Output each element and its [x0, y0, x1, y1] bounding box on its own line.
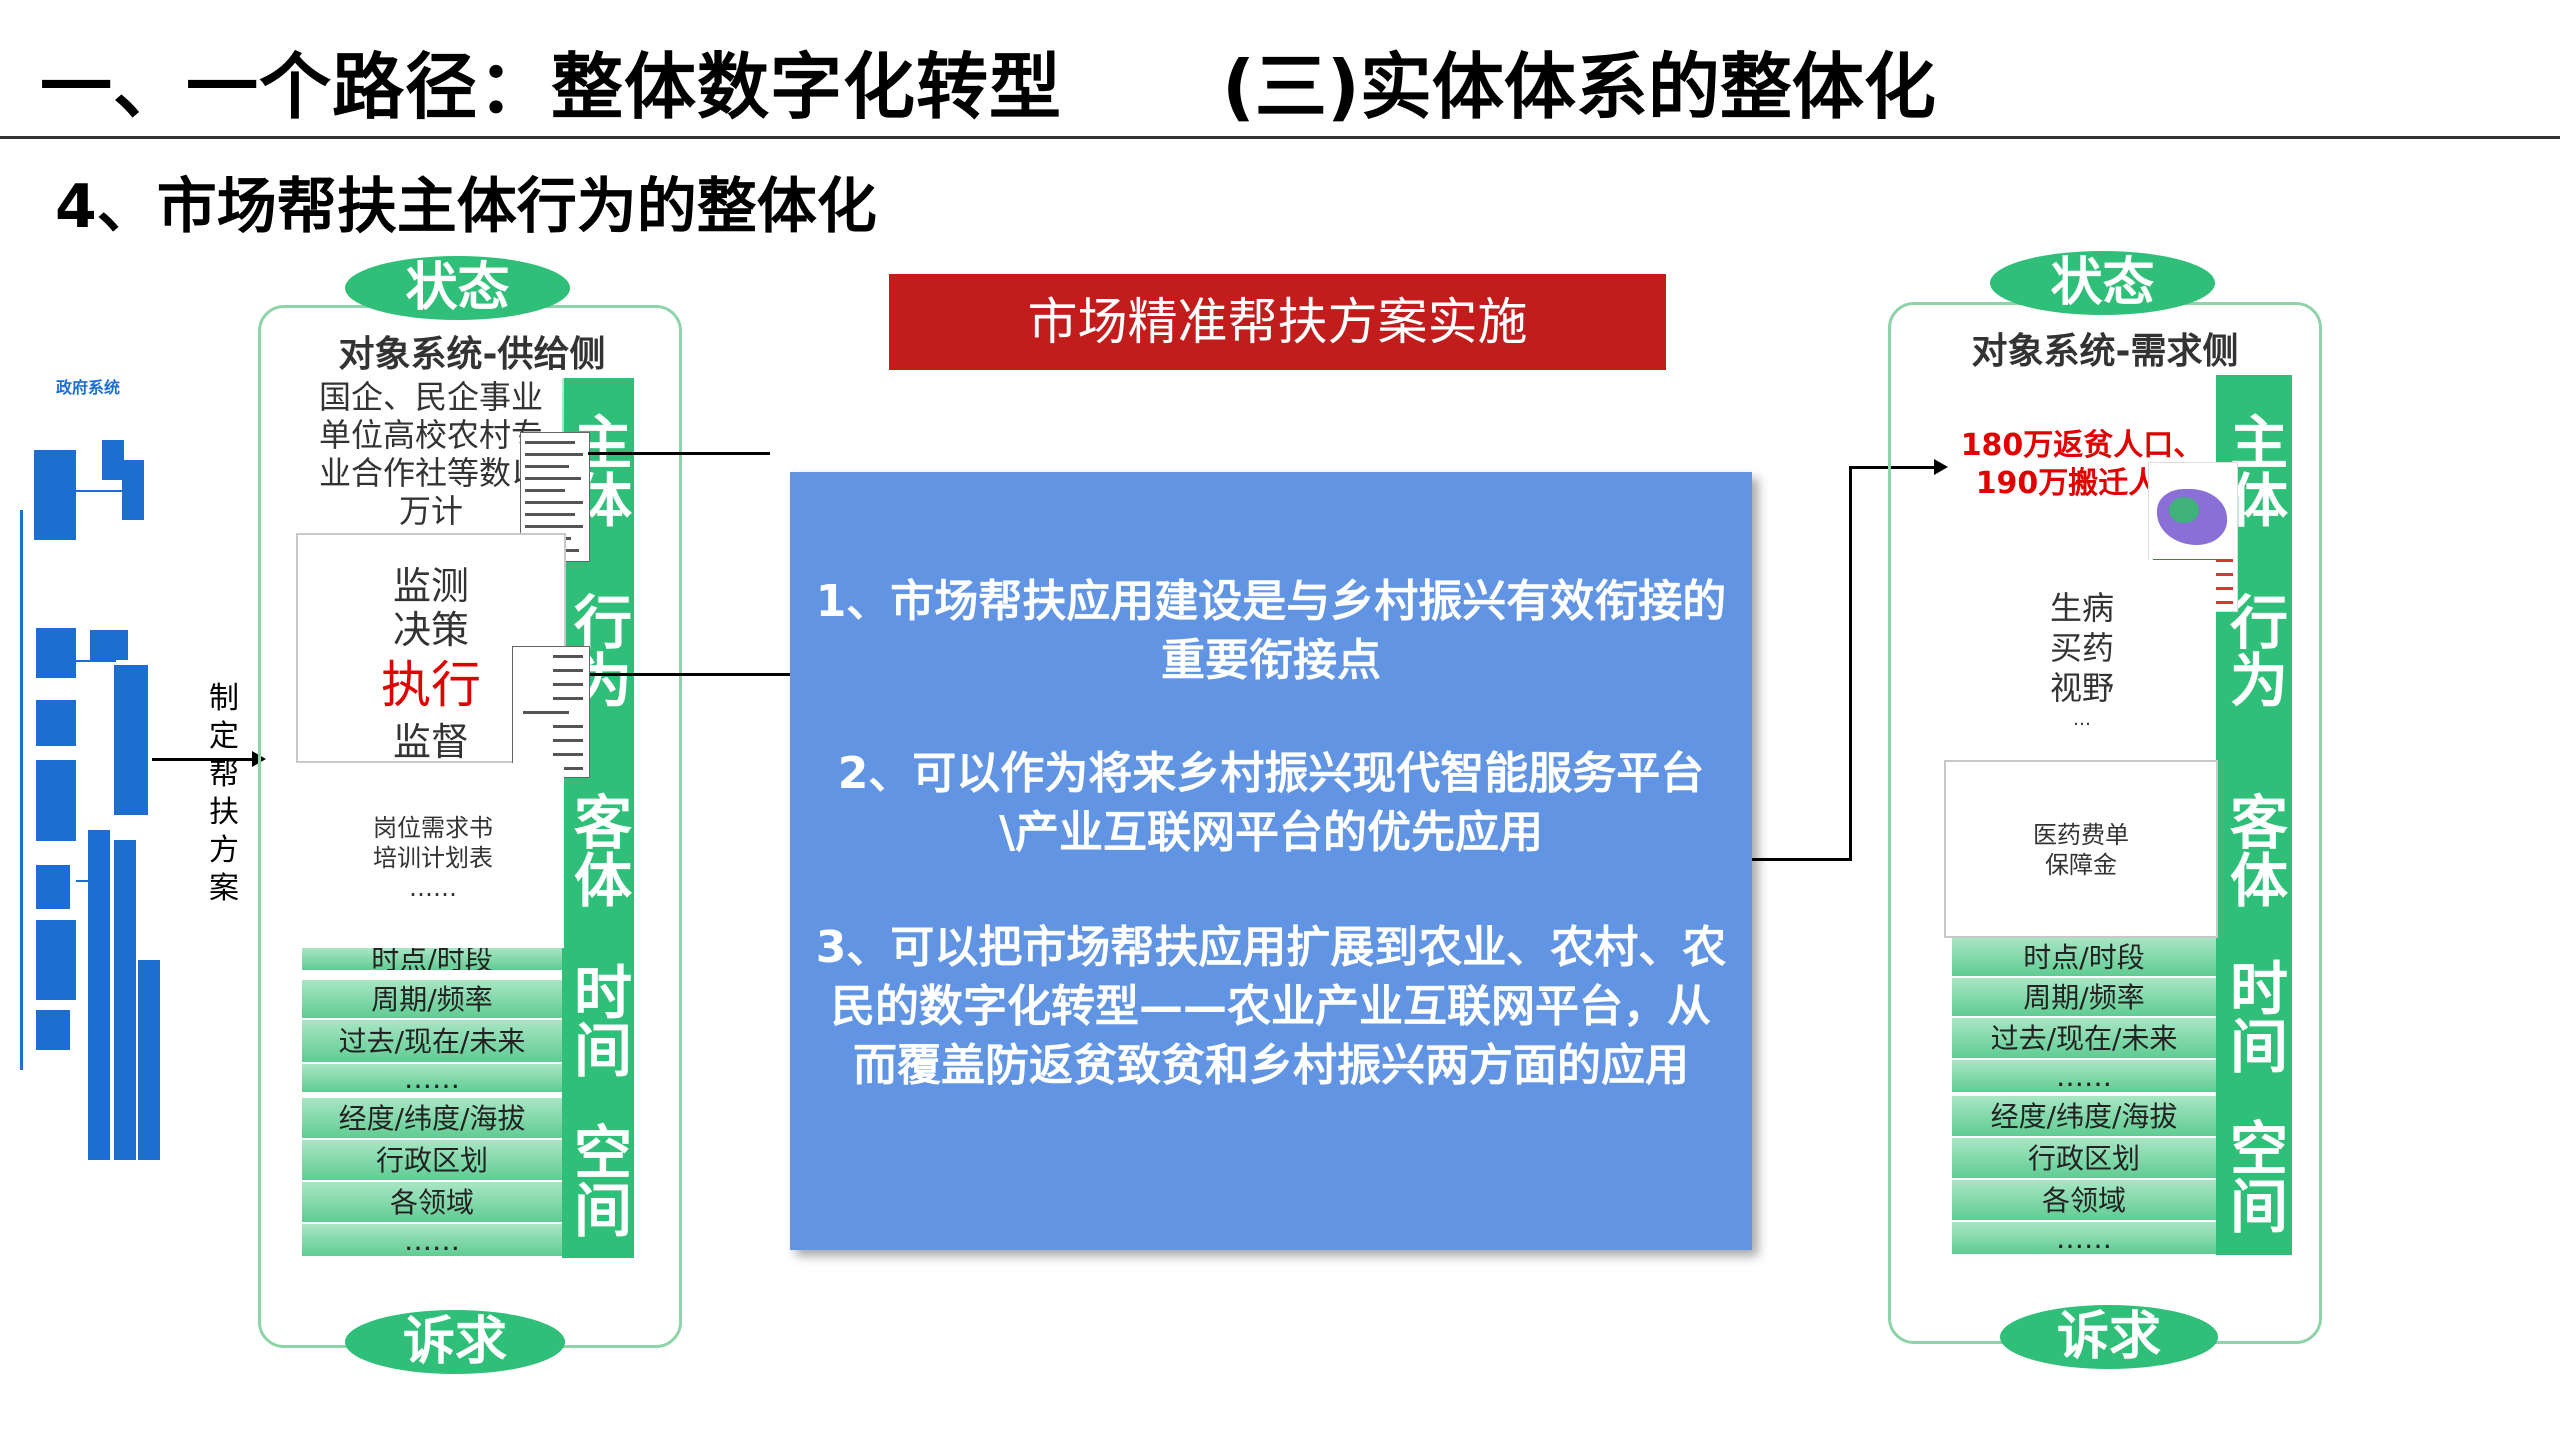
- time-row-right-4: ……: [1952, 1060, 2216, 1094]
- point-1: 1、市场帮扶应用建设是与乡村振兴有效衔接的重要衔接点: [815, 576, 1727, 686]
- time-row-right-2: 周期/频率: [1952, 978, 2216, 1018]
- title-divider: [0, 136, 2560, 139]
- space-row-right-1: 经度/纬度/海拔: [1952, 1096, 2216, 1138]
- time-row-right-1: 时点/时段: [1952, 938, 2216, 978]
- appeal-badge-right: 诉求: [2000, 1305, 2218, 1369]
- label-time-right: 时间: [2216, 946, 2292, 1086]
- slide-title: 一、一个路径：整体数字化转型: [40, 45, 1063, 129]
- behavior-box-right: 生病 买药 视野 …: [1948, 560, 2216, 760]
- space-row-left-2: 行政区划: [302, 1140, 562, 1182]
- connector-line-top: [588, 452, 770, 455]
- label-space-left: 空间: [562, 1110, 634, 1250]
- time-row-left-4: ……: [302, 1064, 562, 1094]
- slide-title-right: (三)实体体系的整体化: [1222, 45, 1936, 129]
- behavior-execute: 执行: [381, 656, 481, 714]
- plan-implementation-banner: 市场精准帮扶方案实施: [889, 274, 1666, 370]
- document-thumbnail-2: [512, 646, 590, 778]
- label-space-right: 空间: [2216, 1106, 2292, 1246]
- object-line-right-1: 医药费单: [2033, 821, 2129, 849]
- space-row-right-3: 各领域: [1952, 1180, 2216, 1222]
- time-row-left-3: 过去/现在/未来: [302, 1020, 562, 1064]
- slide-subtitle: 4、市场帮扶主体行为的整体化: [55, 172, 877, 242]
- point-3: 3、可以把市场帮扶应用扩展到农业、农村、农民的数字化转型——农业产业互联网平台，…: [815, 922, 1727, 1091]
- appeal-badge-left: 诉求: [345, 1310, 565, 1374]
- org-tree-root-label: 政府系统: [56, 378, 121, 397]
- behavior-monitor: 监测: [392, 564, 469, 608]
- supply-side-title: 对象系统-供给侧: [338, 334, 606, 375]
- space-row-left-3: 各领域: [302, 1182, 562, 1224]
- subject-line-1: 180万返贫人口、: [1960, 428, 2204, 463]
- object-line-1: 岗位需求书: [373, 814, 493, 842]
- point-2: 2、可以作为将来乡村振兴现代智能服务平台\产业互联网平台的优先应用: [837, 748, 1705, 858]
- time-row-right-3: 过去/现在/未来: [1952, 1018, 2216, 1060]
- behavior-more: …: [2073, 709, 2091, 730]
- demand-side-title: 对象系统-需求侧: [1971, 331, 2239, 372]
- connector-right-h2: [1849, 466, 1939, 469]
- time-row-left-1: 时点/时段: [302, 948, 562, 972]
- object-line-right-2: 保障金: [2045, 851, 2117, 879]
- behavior-sick: 生病: [2049, 589, 2114, 627]
- connector-right-h1: [1752, 858, 1852, 861]
- time-row-left-2: 周期/频率: [302, 980, 562, 1020]
- state-badge-left: 状态: [345, 256, 570, 320]
- org-tree-diagram: 政府系统: [18, 360, 178, 1160]
- behavior-vision: 视野: [2049, 669, 2114, 707]
- space-row-right-4: ……: [1952, 1222, 2216, 1256]
- label-time-left: 时间: [562, 950, 634, 1090]
- arrowhead-right-2: [1934, 459, 1948, 475]
- subject-text-left: 国企、民企事业单位高校农村专业合作社等数以万计: [318, 378, 543, 530]
- label-object-right: 客体: [2216, 780, 2292, 920]
- subject-box-left: 国企、民企事业单位高校农村专业合作社等数以万计: [300, 378, 562, 533]
- object-line-3: ……: [409, 874, 457, 902]
- behavior-supervise: 监督: [392, 720, 469, 763]
- space-row-right-2: 行政区划: [1952, 1138, 2216, 1180]
- connector-line-mid: [590, 673, 800, 676]
- space-row-left-4: ……: [302, 1224, 562, 1258]
- object-box-right: 医药费单 保障金: [1944, 760, 2218, 938]
- object-box-left: 岗位需求书 培训计划表 ……: [302, 763, 564, 948]
- tree-to-panel-arrow: [152, 758, 262, 761]
- plan-label: 制定帮扶方案: [209, 681, 239, 906]
- key-points-box: 1、市场帮扶应用建设是与乡村振兴有效衔接的重要衔接点 2、可以作为将来乡村振兴现…: [790, 472, 1752, 1250]
- behavior-decide: 决策: [392, 608, 469, 652]
- state-badge-right: 状态: [1990, 251, 2215, 315]
- connector-right-v: [1849, 466, 1852, 861]
- label-object-left: 客体: [562, 780, 634, 920]
- behavior-buy-medicine: 买药: [2049, 629, 2114, 667]
- object-line-2: 培训计划表: [373, 844, 493, 872]
- space-row-left-1: 经度/纬度/海拔: [302, 1098, 562, 1140]
